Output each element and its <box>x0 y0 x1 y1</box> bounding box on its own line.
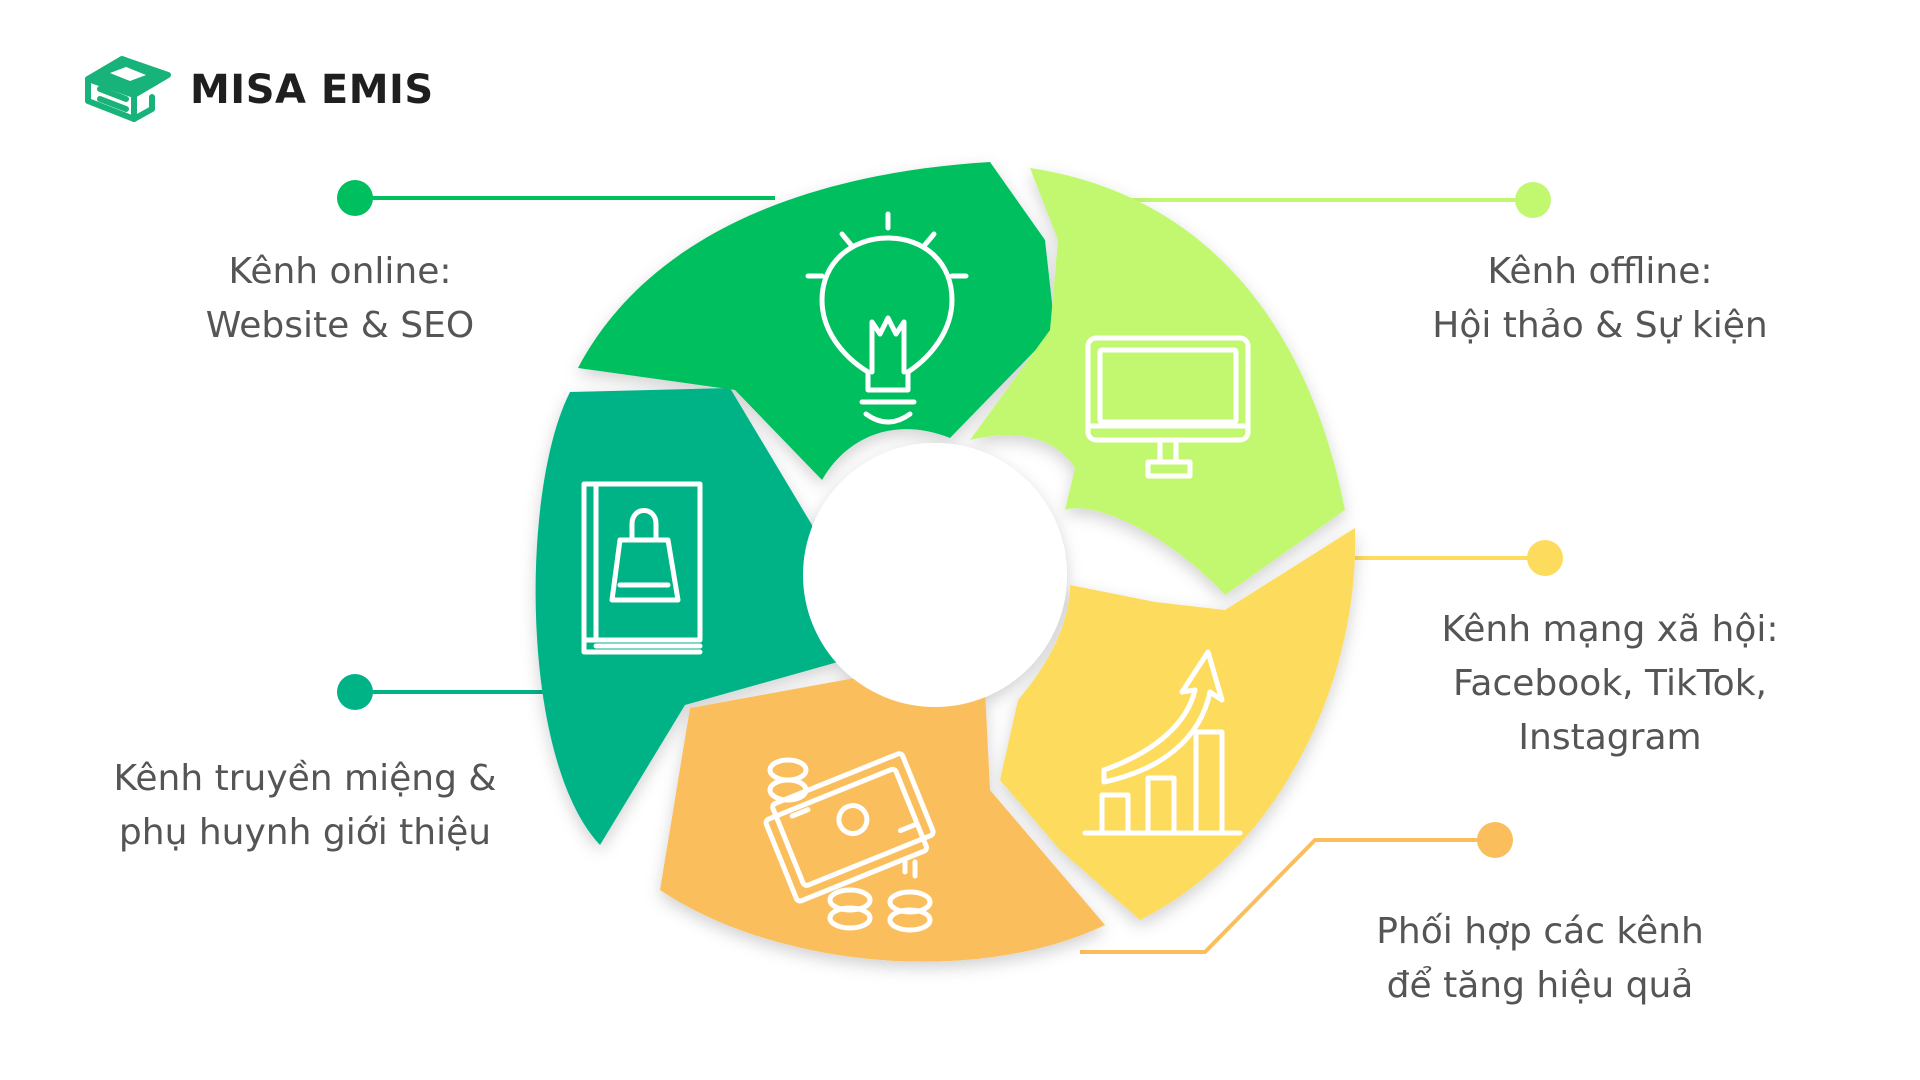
brand-logo: MISA EMIS <box>80 45 434 135</box>
label-line: Kênh offline: <box>1487 251 1713 292</box>
label-line: Website & SEO <box>205 305 475 346</box>
computer-monitor-icon <box>1085 335 1251 479</box>
label-combine: Phối hợp các kênh để tăng hiệu quả <box>1320 905 1760 1013</box>
label-line: Facebook, TikTok, <box>1453 663 1767 704</box>
dot-offline <box>1515 182 1551 218</box>
label-online: Kênh online: Website & SEO <box>160 245 520 353</box>
label-line: Kênh truyền miệng & <box>113 758 497 799</box>
segment-referral <box>535 388 845 845</box>
segment-offline <box>970 168 1345 595</box>
connector-dots <box>337 180 1563 858</box>
center-hole <box>803 443 1067 707</box>
label-line: Phối hợp các kênh <box>1376 911 1704 952</box>
cycle-segments <box>535 162 1356 962</box>
label-referral: Kênh truyền miệng & phụ huynh giới thiệu <box>60 752 550 860</box>
growth-chart-icon <box>1082 649 1243 836</box>
emis-book-logo-icon <box>85 56 171 122</box>
connector-lines <box>355 196 1545 954</box>
brand-name: MISA EMIS <box>190 67 434 113</box>
dot-online <box>337 180 373 216</box>
lightbulb-icon <box>805 211 969 425</box>
dot-social <box>1527 540 1563 576</box>
label-line: để tăng hiệu quả <box>1386 965 1694 1006</box>
connector-combine <box>1080 838 1495 954</box>
label-line: phụ huynh giới thiệu <box>118 812 492 853</box>
label-line: Instagram <box>1518 717 1702 758</box>
shopping-book-icon <box>581 481 703 655</box>
money-coins-icon <box>763 751 936 933</box>
label-offline: Kênh offline: Hội thảo & Sự kiện <box>1380 245 1820 353</box>
segment-combine <box>660 678 1105 962</box>
label-social: Kênh mạng xã hội: Facebook, TikTok, Inst… <box>1400 603 1820 765</box>
dot-combine <box>1477 822 1513 858</box>
label-line: Hội thảo & Sự kiện <box>1432 305 1768 346</box>
dot-referral <box>337 674 373 710</box>
label-line: Kênh online: <box>228 251 452 292</box>
segment-online <box>578 162 1055 480</box>
label-line: Kênh mạng xã hội: <box>1441 609 1779 650</box>
